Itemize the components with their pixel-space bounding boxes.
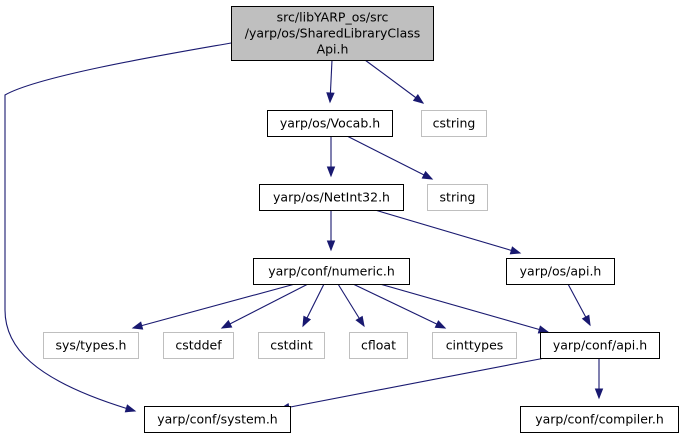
node-label: Api.h <box>317 42 349 57</box>
node-box <box>163 332 234 359</box>
node-label: string <box>440 190 476 205</box>
edge-line <box>132 283 296 329</box>
node-cinttypes: cinttypes <box>432 332 517 359</box>
edge-netint32-to-osapi <box>374 209 522 255</box>
node-netint32[interactable]: yarp/os/NetInt32.h <box>259 184 404 211</box>
node-label: yarp/conf/numeric.h <box>268 264 395 279</box>
node-box <box>259 184 404 211</box>
edge-line <box>221 283 309 329</box>
node-label: cfloat <box>361 338 396 353</box>
node-label: cstdint <box>270 338 313 353</box>
node-label: yarp/os/Vocab.h <box>280 116 380 131</box>
node-compiler[interactable]: yarp/conf/compiler.h <box>520 406 679 433</box>
arrowhead-icon <box>302 315 312 328</box>
arrowhead-icon <box>509 246 522 255</box>
node-box <box>144 406 291 433</box>
node-box <box>258 332 325 359</box>
edge-line <box>374 209 521 254</box>
edge-numeric-to-cinttypes <box>352 283 447 329</box>
edge-line <box>364 59 424 104</box>
node-box <box>432 332 517 359</box>
node-box <box>349 332 408 359</box>
edge-numeric-to-confapi <box>379 283 550 334</box>
arrowhead-icon <box>581 314 591 327</box>
edge-vocab-to-netint32 <box>326 136 336 178</box>
node-cstddef: cstddef <box>163 332 234 359</box>
node-box <box>506 258 615 285</box>
node-label: yarp/os/NetInt32.h <box>273 190 390 205</box>
node-label: yarp/os/api.h <box>520 264 602 279</box>
node-system[interactable]: yarp/conf/system.h <box>144 406 291 433</box>
node-box <box>231 6 434 61</box>
node-box <box>520 406 679 433</box>
arrowhead-icon <box>326 92 335 104</box>
node-confapi[interactable]: yarp/conf/api.h <box>540 332 660 359</box>
nodes-layer: src/libYARP_os/src/yarp/os/SharedLibrary… <box>43 6 679 433</box>
edge-line <box>4 42 232 412</box>
node-label: cstring <box>433 116 476 131</box>
edge-line <box>379 283 549 333</box>
arrowhead-icon <box>326 166 336 178</box>
node-systypes: sys/types.h <box>43 332 139 359</box>
edge-numeric-to-cstdint <box>302 283 325 328</box>
edge-numeric-to-systypes <box>131 283 296 330</box>
arrowhead-icon <box>537 325 550 334</box>
edge-numeric-to-cstddef <box>220 283 309 329</box>
node-cfloat: cfloat <box>349 332 408 359</box>
node-vocab[interactable]: yarp/os/Vocab.h <box>267 110 393 137</box>
edge-confapi-to-system <box>278 357 546 412</box>
edge-confapi-to-compiler <box>594 358 604 400</box>
arrowhead-icon <box>421 170 434 180</box>
node-label: /yarp/os/SharedLibraryClass <box>245 26 421 41</box>
node-root[interactable]: src/libYARP_os/src/yarp/os/SharedLibrary… <box>231 6 434 61</box>
node-label: cstddef <box>175 338 222 353</box>
node-label: yarp/conf/compiler.h <box>535 412 664 427</box>
arrowhead-icon <box>124 404 137 413</box>
edge-root-to-system <box>4 42 232 413</box>
edge-line <box>279 357 546 410</box>
node-cstring: cstring <box>421 110 487 137</box>
edge-root-to-cstring <box>364 59 425 104</box>
node-box <box>253 258 410 285</box>
arrowhead-icon <box>326 240 336 252</box>
node-label: src/libYARP_os/src <box>277 10 389 25</box>
edges-layer <box>4 42 604 413</box>
node-box <box>267 110 393 137</box>
node-numeric[interactable]: yarp/conf/numeric.h <box>253 258 410 285</box>
node-label: cinttypes <box>446 338 504 353</box>
node-box <box>421 110 487 137</box>
node-box <box>427 184 488 211</box>
node-osapi[interactable]: yarp/os/api.h <box>506 258 615 285</box>
edge-vocab-to-string <box>346 135 434 180</box>
node-cstdint: cstdint <box>258 332 325 359</box>
node-label: yarp/conf/api.h <box>553 338 647 353</box>
node-label: sys/types.h <box>56 338 127 353</box>
arrowhead-icon <box>131 321 144 330</box>
arrowhead-icon <box>220 319 233 329</box>
arrowhead-icon <box>594 388 604 400</box>
arrowhead-icon <box>412 93 425 104</box>
arrowhead-icon <box>355 315 365 328</box>
node-box <box>43 332 139 359</box>
edge-osapi-to-confapi <box>567 283 591 327</box>
edge-root-to-vocab <box>326 59 335 104</box>
arrowhead-icon <box>434 320 447 329</box>
edge-line <box>346 135 433 180</box>
node-box <box>540 332 660 359</box>
node-string: string <box>427 184 488 211</box>
node-label: yarp/conf/system.h <box>157 412 277 427</box>
edge-line <box>352 283 446 329</box>
edge-numeric-to-cfloat <box>337 283 365 328</box>
edge-netint32-to-numeric <box>326 210 336 252</box>
